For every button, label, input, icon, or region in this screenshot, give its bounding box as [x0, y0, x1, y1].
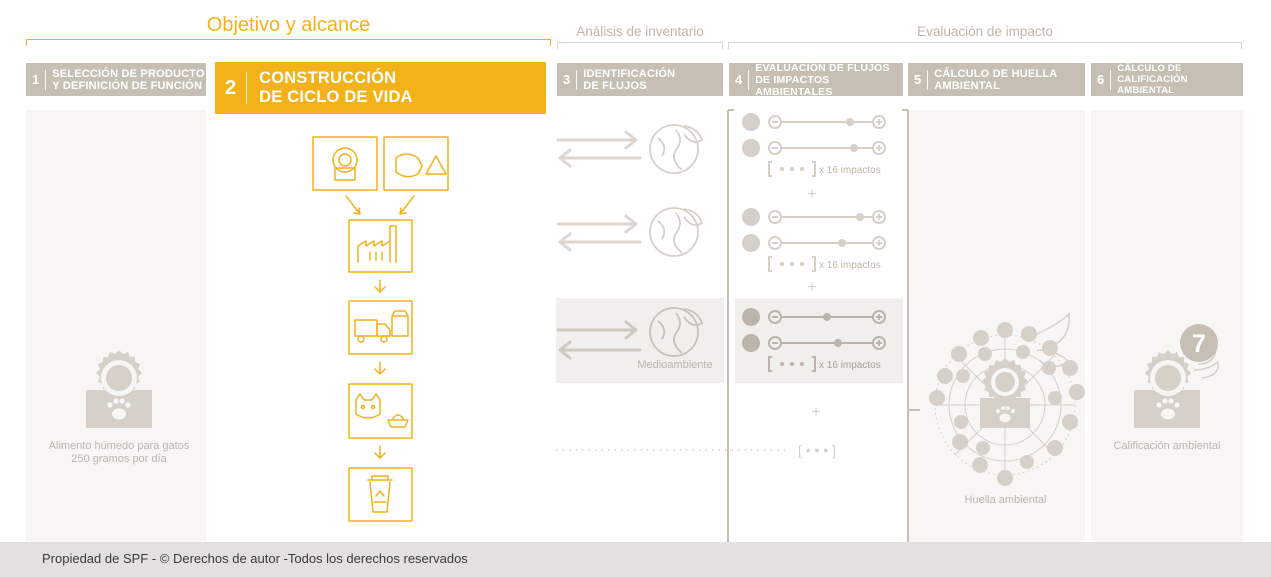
- flow-arrows-2: [556, 214, 642, 252]
- score-badge: [1180, 324, 1218, 362]
- step-2-label: CONSTRUCCIÓN DE CICLO DE VIDA: [259, 69, 413, 106]
- raw-materials-icon: [312, 136, 449, 191]
- step-5-label: CÁLCULO DE HUELLA AMBIENTAL: [934, 67, 1057, 92]
- step-4-number: 4: [729, 69, 750, 90]
- impact-group-1: x 16 impactos: [742, 113, 886, 177]
- phase-title-impact: Evaluación de impacto: [917, 24, 1053, 39]
- environment-globe-icon-2: [649, 207, 704, 257]
- step-3-number: 3: [557, 69, 578, 90]
- step-4-impacts: x 16 impactos + x 16 impactos + x 16 imp…: [727, 109, 920, 577]
- footprint-wheel-icon: [929, 312, 1085, 486]
- product-caption-line-1: Alimento húmedo para gatos: [48, 440, 190, 452]
- factory-icon: [348, 219, 413, 273]
- cat-food-can-icon: [86, 350, 152, 428]
- plus-sign-2: +: [807, 279, 816, 296]
- plus-sign-3: +: [811, 404, 820, 421]
- phase-bracket-objective: [26, 39, 551, 46]
- product-caption: Alimento húmedo para gatos 250 gramos po…: [26, 440, 212, 466]
- rated-product-icon: 7: [1134, 324, 1219, 428]
- impact-count-2: x 16 impactos: [819, 260, 881, 271]
- phase-title-inventory: Análisis de inventario: [576, 24, 704, 39]
- step-2-header: 2 CONSTRUCCIÓN DE CICLO DE VIDA: [215, 62, 546, 114]
- step-1-number: 1: [26, 69, 47, 90]
- phase-bracket-inventory: [557, 42, 723, 49]
- product-caption-line-2: 250 gramos por día: [71, 453, 167, 465]
- cat-consumption-icon: [348, 383, 413, 439]
- step-6-number: 6: [1091, 69, 1112, 90]
- step-4-label: EVALUACIÓN DE FLUJOS DE IMPACTOS AMBIENT…: [755, 61, 890, 98]
- step-5-number: 5: [908, 69, 929, 90]
- impact-count-3: x 16 impactos: [819, 360, 881, 371]
- flow-arrows-1: [556, 130, 642, 168]
- plus-sign-1: +: [807, 186, 816, 203]
- step-3-flows: [556, 124, 704, 360]
- step-3-label: IDENTIFICACIÓN DE FLUJOS: [583, 67, 676, 92]
- footer: Propiedad de SPF - © Derechos de autor -…: [0, 542, 1271, 577]
- score-value: 7: [1192, 330, 1206, 358]
- environment-label: Medioambiente: [637, 359, 713, 371]
- environment-globe-icon-3: [649, 307, 704, 357]
- flow-arrows-3: [556, 320, 642, 360]
- step-6-panel: [1091, 110, 1243, 542]
- step-5-header: 5 CÁLCULO DE HUELLA AMBIENTAL: [908, 63, 1085, 96]
- phase-title-objective: Objetivo y alcance: [206, 14, 371, 36]
- life-cycle-diagram: [312, 136, 449, 522]
- step-6-label: CÁLCULO DE CALIFICACIÓN AMBIENTAL: [1117, 63, 1188, 96]
- impact-group-3: x 16 impactos: [742, 308, 886, 372]
- distribution-truck-icon: [348, 300, 413, 355]
- phase-bracket-impact: [728, 42, 1242, 49]
- step-1-label: SELECCIÓN DE PRODUCTO Y DEFINICIÓN DE FU…: [52, 67, 205, 92]
- impact-ellipsis: [ • • • ]: [798, 442, 836, 458]
- footprint-caption: Huella ambiental: [964, 494, 1047, 506]
- step-2-number: 2: [215, 72, 248, 104]
- copyright-text: Propiedad de SPF - © Derechos de autor -…: [42, 551, 468, 566]
- step-5-panel: [908, 110, 1085, 542]
- environment-globe-icon-1: [649, 124, 704, 174]
- step-4-header: 4 EVALUACIÓN DE FLUJOS DE IMPACTOS AMBIE…: [729, 61, 903, 98]
- step-1-header: 1 SELECCIÓN DE PRODUCTO Y DEFINICIÓN DE …: [26, 63, 206, 96]
- step-6-header: 6 CÁLCULO DE CALIFICACIÓN AMBIENTAL: [1091, 63, 1243, 96]
- recycle-bin-icon: [348, 467, 413, 522]
- rating-caption: Calificación ambiental: [1113, 440, 1221, 452]
- step-1-panel: [26, 110, 206, 542]
- impact-count-1: x 16 impactos: [819, 165, 881, 176]
- step-3-header: 3 IDENTIFICACIÓN DE FLUJOS: [557, 63, 723, 96]
- impact-group-2: x 16 impactos: [742, 208, 886, 272]
